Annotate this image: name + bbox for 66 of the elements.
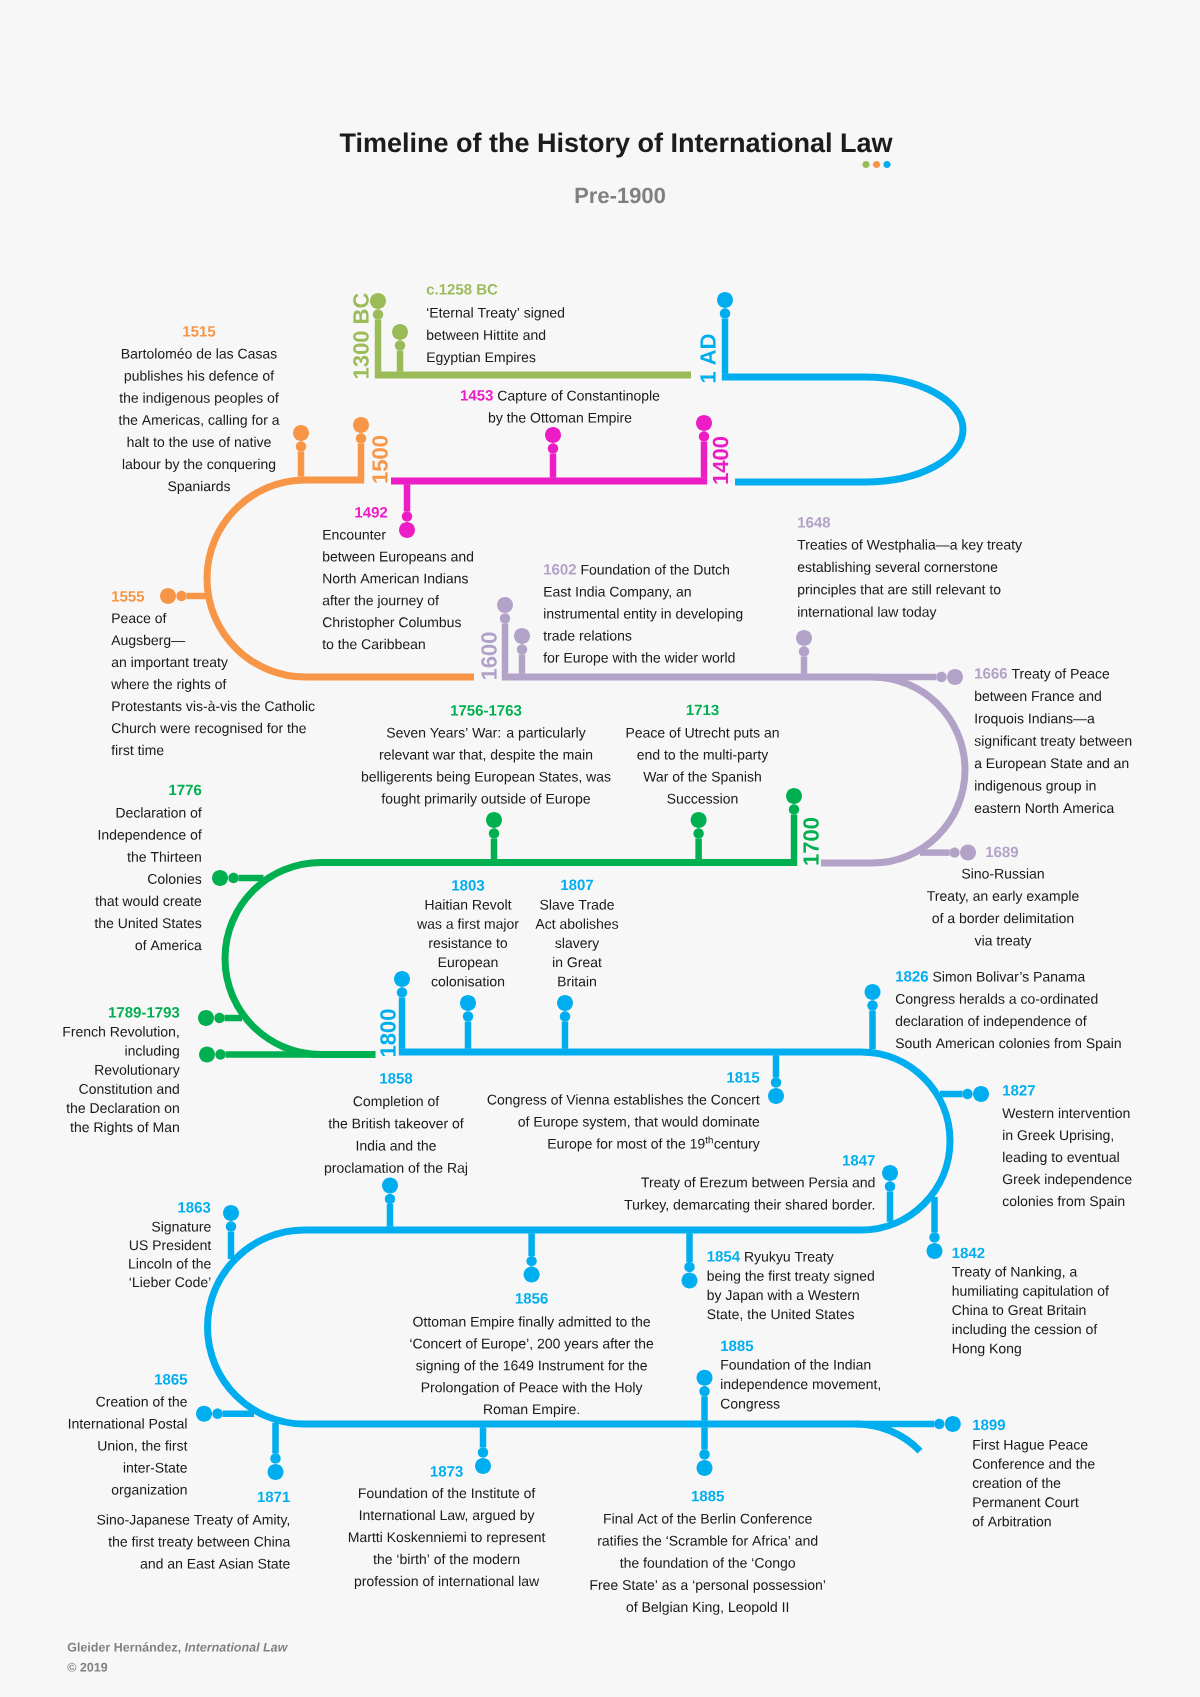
event-year: 1873 <box>430 1466 463 1477</box>
event-text: Western intervention in Greek Uprising, leading to eventual Greek independence colonies from Spain <box>1002 1107 1132 1209</box>
event-year: 1492 <box>355 507 388 518</box>
event-year: 1713 <box>686 704 719 716</box>
event-year: 1863 <box>178 1202 211 1213</box>
event-text: Treaty of Erezum between Persia and Turkey, demarcating their shared border. <box>624 1177 875 1213</box>
event-text: Foundation of the Institute of International Law, argued by Martti Koskenniemi to represent the ‘birth’ of the modern profession of international law <box>348 1487 546 1589</box>
event-text: Sino-Russian Treaty, an early example of a border delimitation via treaty <box>927 868 1079 949</box>
event-text: ‘Eternal Treaty’ signed between Hittite and Egyptian Empires <box>427 307 565 365</box>
event-text: 1826 Simon Bolivar’s Panama Congress heralds a co-ordinated declaration of independence of South American colonies from Spain <box>895 971 1121 1051</box>
event-text: Slave Trade Act abolishes slavery in Great Britain <box>535 899 619 987</box>
event-text: Treaties of Westphalia—a key treaty establishing several cornerstone principles that are still relevant to international law today <box>797 539 1023 620</box>
event-year: 1776 <box>169 784 202 796</box>
credit-line: Gleider Hernández, International Law <box>67 1642 289 1654</box>
event-year: 1885 <box>691 1490 724 1502</box>
era-label: 1600 <box>481 632 497 680</box>
event-year: 1858 <box>380 1073 413 1084</box>
title: Timeline of the History of International Law <box>339 132 893 158</box>
era-label: 1300 BC <box>353 293 369 379</box>
era-label: 1400 <box>712 436 729 484</box>
event-year: 1899 <box>973 1419 1005 1431</box>
event-text: 1854 Ryukyu Treaty being the first treaty signed by Japan with a Western State, the United States <box>707 1251 874 1321</box>
event-text: Creation of the International Postal Union, the first inter-State organization <box>68 1396 188 1498</box>
era-label: 1500 <box>372 435 388 483</box>
event-text: 1453 Capture of Constantinople by the Ottoman Empire <box>461 390 660 426</box>
event-text: First Hague Peace Conference and the creation of the Permanent Court of Arbitration <box>972 1439 1095 1527</box>
event-text: Ottoman Empire finally admitted to the ‘Concert of Europe’, 200 years after the signing of the 1649 Instrument for the Prolongation of Peace with the Holy Roman Empire. <box>410 1316 654 1417</box>
event-year: 1789-1793 <box>109 1007 180 1018</box>
event-text: Congress of Vienna establishes the Concert of Europe system, that would dominate Europe for most of the 19$^{th}$century <box>487 1094 760 1152</box>
event-year: 1842 <box>952 1247 985 1259</box>
event-year: 1689 <box>986 846 1018 858</box>
event-text: Peace of Augsberg— an important treaty where the rights of Protestants vis-à-vis the Catholic Church were recognised for the first time <box>111 612 315 756</box>
credit-line: © 2019 <box>67 1662 108 1672</box>
event-text: Peace of Utrecht puts an end to the multi-party War of the Spanish Succession <box>626 727 779 804</box>
event-year: 1856 <box>515 1293 548 1304</box>
era-label: 1 AD <box>700 334 716 383</box>
event-year: 1865 <box>155 1374 188 1385</box>
event-year: c.1258 BC <box>426 284 498 295</box>
event-text: Foundation of the Indian independence movement, Congress <box>720 1359 880 1412</box>
event-text: Signature US President Lincoln of the ‘Lieber Code’ <box>129 1221 212 1288</box>
event-text: Final Act of the Berlin Conference ratifies the ‘Scramble for Africa’ and the foundation of the ‘Congo Free State’ as a ‘personal possession’ of Belgian King, Leopold II <box>590 1513 826 1615</box>
event-text: Haitian Revolt was a first major resistance to European colonisation <box>417 899 519 987</box>
era-label: 1700 <box>803 817 819 865</box>
event-text: Encounter between Europeans and North American Indians after the journey of Christopher Columbus to the Caribbean <box>322 529 474 650</box>
era-label: 1800 <box>380 1009 396 1057</box>
event-year: 1756-1763 <box>451 705 522 716</box>
event-text: Seven Years’ War: a particularly relevant war that, despite the main belligerents being European States, was fought primarily outside of Europe <box>361 727 611 807</box>
event-year: 1515 <box>183 326 216 337</box>
event-year: 1815 <box>727 1072 760 1083</box>
event-text: Treaty of Nanking, a humiliating capitulation of China to Great Britain including the cession of Hong Kong <box>952 1266 1109 1357</box>
event-text: Declaration of Independence of the Thirteen Colonies that would create the United States of America <box>94 807 202 951</box>
event-year: 1648 <box>798 517 831 528</box>
event-text: French Revolution, including Revolutionary Constitution and the Declaration on the Rights of Man <box>63 1026 180 1135</box>
subtitle: Pre-1900 <box>575 187 665 204</box>
event-year: 1827 <box>1003 1085 1035 1096</box>
event-text: 1666 Treaty of Peace between France and Iroquois Indians—a significant treaty between a European State and an indigenous group in eastern North America <box>974 668 1132 814</box>
event-text: Bartoloméo de las Casas publishes his defence of the indigenous peoples of the Americas, calling for a halt to the use of native labour by the conquering Spaniards <box>118 348 280 494</box>
event-text: Sino-Japanese Treaty of Amity, the first treaty between China and an East Asian State <box>97 1514 291 1569</box>
event-year: 1871 <box>257 1491 290 1503</box>
event-year: 1885 <box>721 1340 754 1352</box>
event-text: Completion of the British takeover of India and the proclamation of the Raj <box>324 1095 467 1176</box>
event-year: 1807 <box>561 879 594 891</box>
event-year: 1803 <box>452 880 485 891</box>
event-year: 1555 <box>112 591 145 602</box>
event-text: 1602 Foundation of the Dutch East India Company, an instrumental entity in developing trade relations for Europe with the wider world <box>543 564 743 666</box>
event-year: 1847 <box>843 1155 875 1166</box>
